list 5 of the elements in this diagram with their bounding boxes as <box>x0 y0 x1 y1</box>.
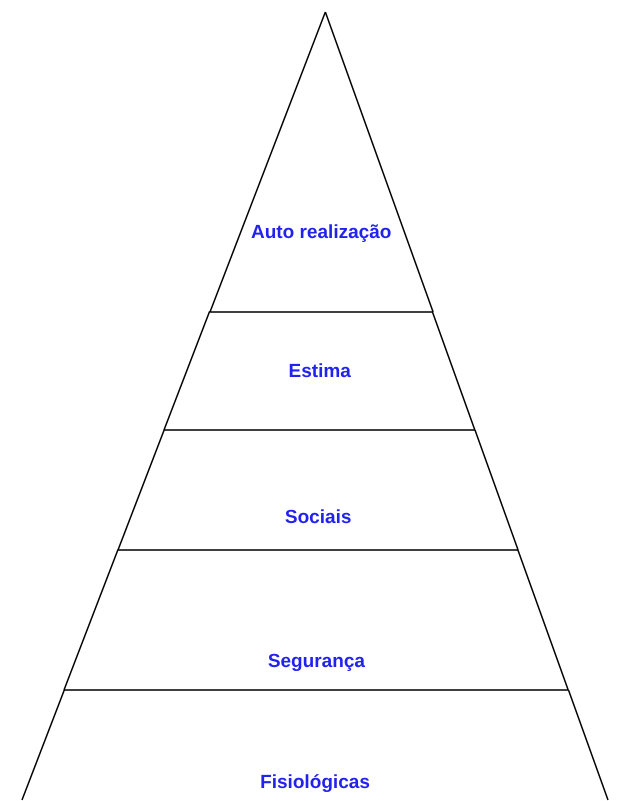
level-label: Fisiológicas <box>260 771 370 795</box>
level-label: Auto realização <box>250 221 392 245</box>
level-label: Sociais <box>284 506 352 530</box>
level-label: Segurança <box>268 650 365 674</box>
level-label: Estima <box>288 360 351 384</box>
